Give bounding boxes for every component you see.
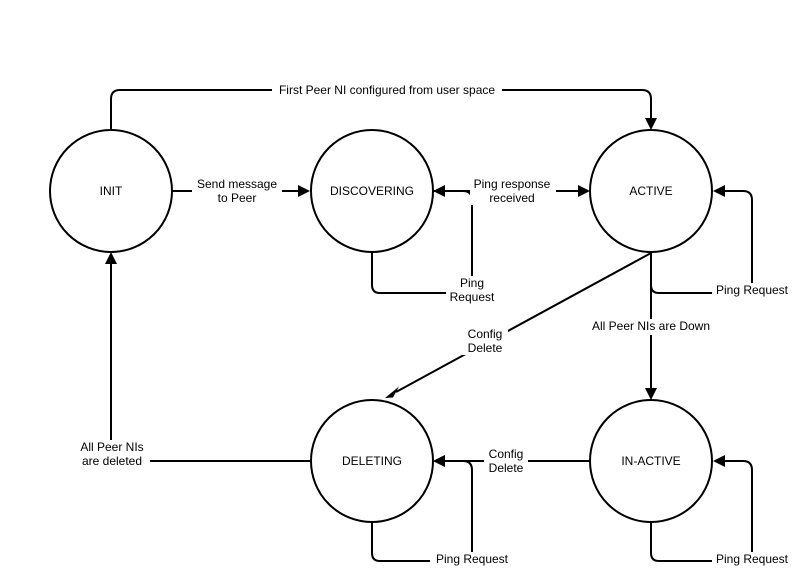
label-discovering-to-active-line1: Ping response: [474, 177, 551, 191]
label-inactive-self: Ping Request: [712, 552, 792, 568]
state-init-label: INIT: [100, 184, 123, 198]
label-active-self-text: Ping Request: [716, 283, 789, 297]
label-init-to-discovering: Send message to Peer: [192, 177, 282, 205]
label-init-to-active: First Peer NI configured from user space: [272, 82, 502, 98]
label-inactive-to-deleting-line1: Config: [489, 447, 524, 461]
label-active-to-deleting: Config Delete: [462, 327, 508, 355]
label-discovering-to-active-line2: received: [489, 191, 534, 205]
label-discovering-to-active: Ping response received: [470, 177, 556, 205]
state-discovering: DISCOVERING: [310, 129, 434, 253]
state-inactive-label: IN-ACTIVE: [621, 454, 680, 468]
label-deleting-self: Ping Request: [430, 552, 514, 568]
label-discovering-self: Ping Request: [446, 276, 498, 304]
state-discovering-label: DISCOVERING: [330, 184, 414, 198]
label-active-to-inactive: All Peer NIs are Down: [588, 319, 714, 335]
label-discovering-self-line1: Ping: [460, 276, 484, 290]
label-inactive-to-deleting: Config Delete: [484, 447, 528, 475]
edge-deleting-to-init: [105, 252, 310, 462]
label-discovering-self-line2: Request: [450, 290, 495, 304]
label-inactive-to-deleting-line2: Delete: [489, 461, 524, 475]
label-init-to-active-text: First Peer NI configured from user space: [279, 83, 495, 97]
label-init-to-discovering-line2: to Peer: [218, 191, 257, 205]
label-deleting-to-init-line2: are deleted: [82, 454, 142, 468]
state-inactive: IN-ACTIVE: [589, 399, 713, 523]
edge-active-to-deleting: [385, 252, 652, 398]
label-active-to-deleting-line1: Config: [468, 327, 503, 341]
label-deleting-to-init: All Peer NIs are deleted: [74, 440, 150, 468]
label-active-to-inactive-text: All Peer NIs are Down: [592, 319, 710, 333]
label-inactive-self-text: Ping Request: [716, 552, 789, 566]
label-deleting-self-text: Ping Request: [436, 552, 509, 566]
state-deleting: DELETING: [310, 399, 434, 523]
state-init: INIT: [49, 129, 173, 253]
state-deleting-label: DELETING: [342, 454, 402, 468]
state-active-label: ACTIVE: [629, 184, 672, 198]
label-init-to-discovering-line1: Send message: [197, 177, 277, 191]
state-active: ACTIVE: [589, 129, 713, 253]
label-active-self: Ping Request: [712, 283, 792, 299]
label-active-to-deleting-line2: Delete: [468, 341, 503, 355]
label-deleting-to-init-line1: All Peer NIs: [80, 440, 143, 454]
